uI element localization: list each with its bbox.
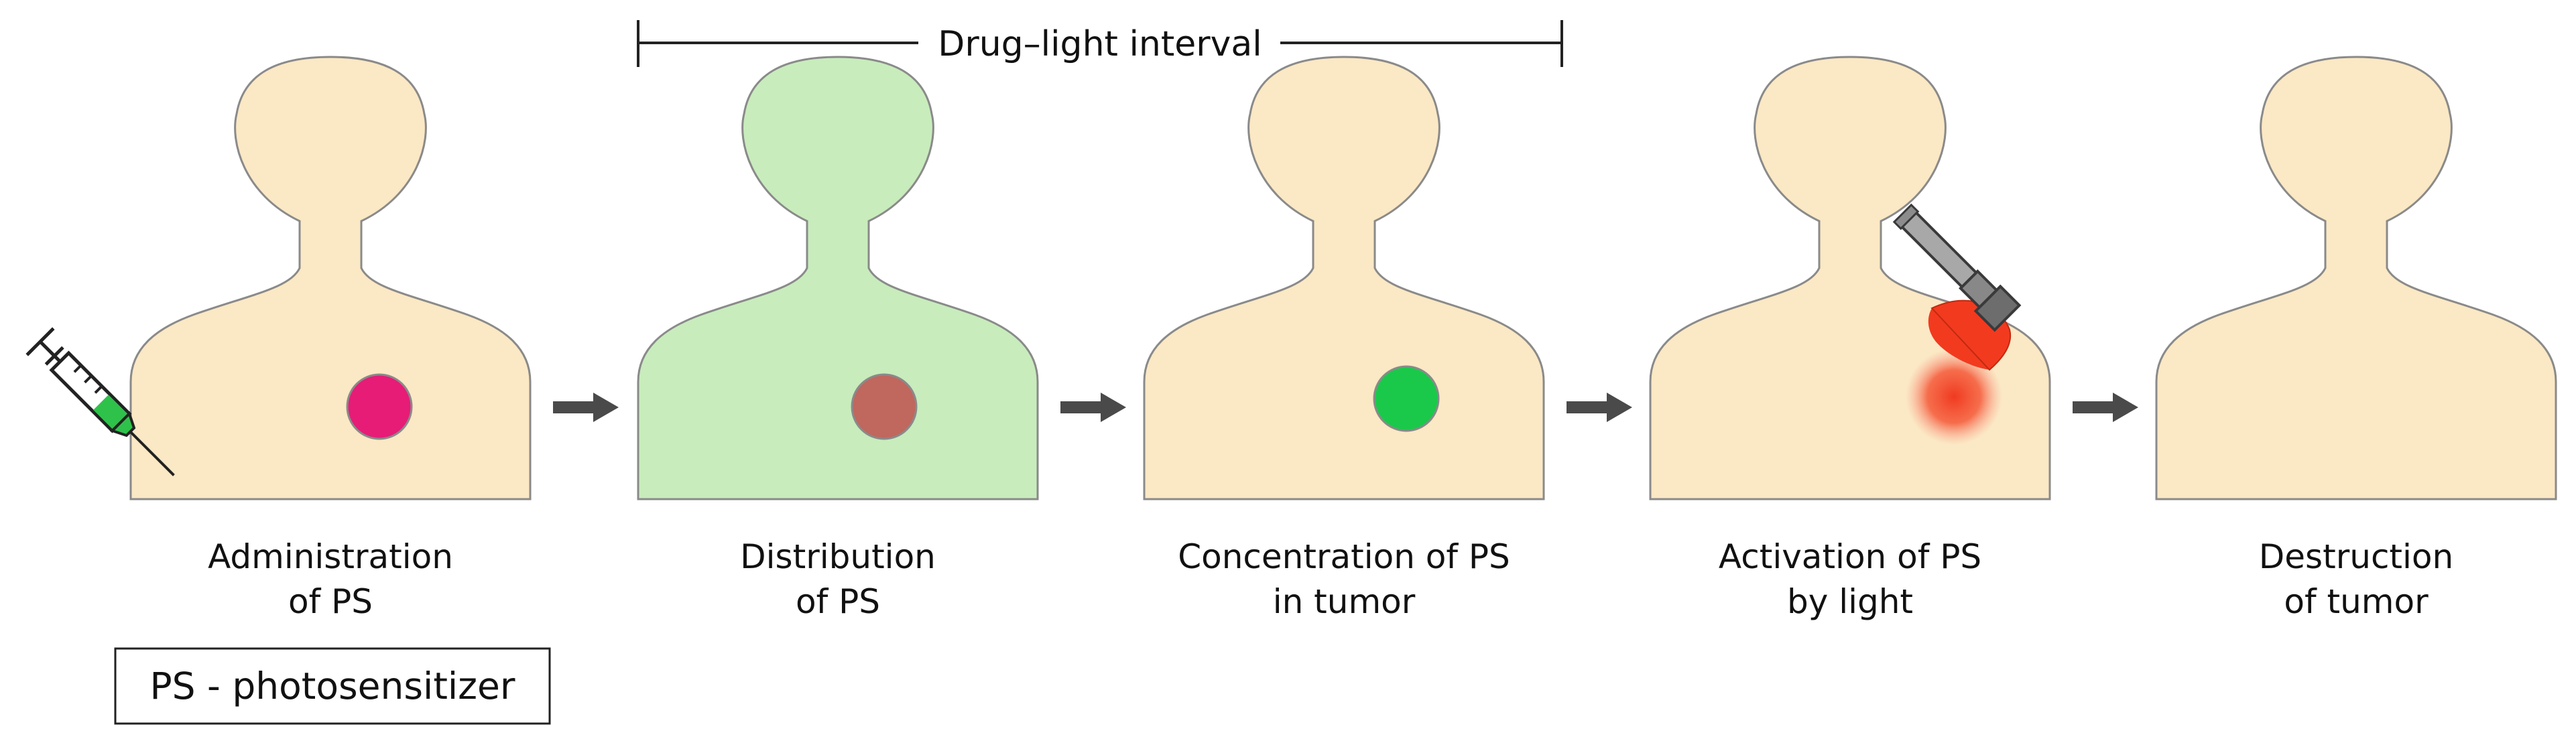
stage-label-line1: Distribution xyxy=(740,537,936,576)
flashlight-icon xyxy=(1892,203,2022,371)
drug-light-interval-bracket: Drug–light interval xyxy=(637,20,1563,67)
arrow-right-icon xyxy=(553,393,619,422)
stage-destruction: Destruction of tumor xyxy=(2155,56,2557,621)
syringe-icon xyxy=(25,327,175,476)
arrow-right-icon xyxy=(1060,393,1126,422)
ps-spot xyxy=(1373,365,1440,432)
stage-label-line2: of PS xyxy=(796,582,880,621)
drug-light-interval-label: Drug–light interval xyxy=(938,24,1262,64)
person-silhouette xyxy=(129,56,532,500)
stage-distribution: Distribution of PS xyxy=(637,56,1039,621)
person-silhouette xyxy=(2155,56,2557,500)
stage-administration: Administration of PS xyxy=(129,56,532,621)
person-silhouette xyxy=(1143,56,1545,500)
stage-label-line2: in tumor xyxy=(1273,582,1416,621)
stage-label-line1: Concentration of PS xyxy=(1178,537,1510,576)
person-silhouette xyxy=(637,56,1039,500)
arrow-right-icon xyxy=(1567,393,1632,422)
stage-label-line2: by light xyxy=(1787,582,1913,621)
stage-label-line1: Activation of PS xyxy=(1719,537,1981,576)
ps-spot xyxy=(851,373,918,440)
person-silhouette xyxy=(1649,56,2051,500)
stage-label-line2: of PS xyxy=(288,582,373,621)
legend-box: PS - photosensitizer xyxy=(114,647,551,725)
stage-label-line1: Administration xyxy=(208,537,453,576)
stage-label-line2: of tumor xyxy=(2284,582,2429,621)
ps-spot-glow xyxy=(1906,348,2002,445)
legend-text: PS - photosensitizer xyxy=(150,665,515,707)
stage-label-line1: Destruction xyxy=(2259,537,2453,576)
ps-spot xyxy=(346,373,413,440)
arrow-right-icon xyxy=(2073,393,2138,422)
stage-concentration: Concentration of PS in tumor xyxy=(1143,56,1545,621)
stage-activation: Activation of PS by light xyxy=(1649,56,2051,621)
